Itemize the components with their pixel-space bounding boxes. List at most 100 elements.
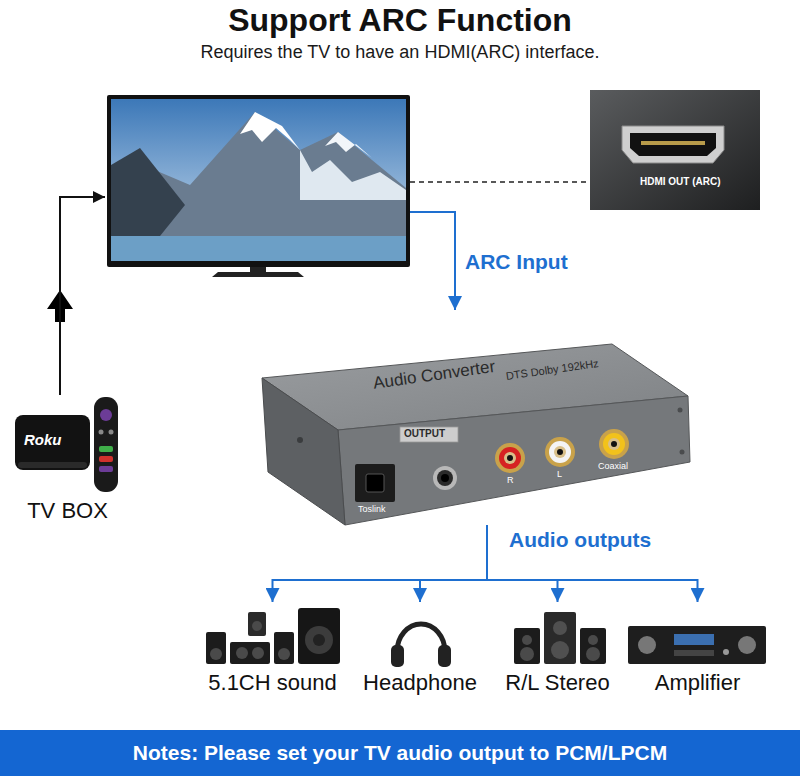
headphone-icon	[391, 624, 451, 667]
audio-converter-box	[611, 441, 617, 447]
stereo-speakers	[580, 628, 606, 664]
stereo-speakers	[514, 612, 606, 664]
product-name: Audio Converter	[372, 357, 496, 393]
tv-box-picture	[99, 456, 113, 462]
output-device: Headphone	[355, 602, 485, 700]
audio-converter-box	[355, 464, 395, 502]
headphone-icon	[391, 645, 404, 667]
amplifier-icon	[674, 650, 714, 656]
tv-set	[240, 112, 300, 150]
connector-arrow	[487, 525, 698, 602]
device-name: 5.1CH sound	[208, 670, 336, 695]
audio-converter-box	[441, 474, 449, 482]
tv-box-picture	[109, 430, 114, 435]
tv-set	[107, 95, 410, 267]
connector-arrow	[420, 525, 487, 602]
audio-converter-box	[545, 437, 575, 467]
tv-set	[111, 236, 406, 261]
tv-box-picture	[15, 397, 118, 492]
surround-speakers	[305, 626, 333, 654]
output-device: R/L Stereo	[495, 602, 620, 700]
amplifier-icon	[628, 626, 766, 664]
tv-box-picture	[99, 466, 113, 472]
audio-converter-box	[499, 447, 521, 469]
audio-converter-box	[433, 466, 457, 490]
surround-speakers	[252, 621, 262, 631]
tv-box-node: TV BOX	[5, 395, 130, 530]
surround-speakers	[236, 647, 248, 659]
audio-converter-box	[599, 429, 629, 459]
arc-wire	[410, 212, 455, 275]
stereo-speakers	[588, 635, 598, 645]
tv-set	[111, 99, 406, 261]
amplifier-icon	[638, 636, 656, 654]
amplifier-icon	[723, 649, 729, 655]
stereo-speakers	[586, 647, 600, 661]
stereo-speakers	[514, 628, 540, 664]
port-label: HDMI OUT (ARC)	[640, 176, 721, 188]
stereo-speakers	[553, 621, 567, 635]
connector-arrow	[60, 197, 105, 395]
notes-bar: Notes: Please set your TV audio output t…	[0, 730, 800, 776]
port-label: Coaxial	[598, 461, 628, 471]
page-title: Support ARC Function	[0, 2, 800, 39]
surround-speakers	[230, 642, 270, 664]
surround-speakers	[274, 632, 294, 664]
audio-converter-box	[603, 433, 625, 455]
audio-converter-box	[557, 449, 563, 455]
tv-box-picture	[100, 409, 112, 421]
tv-set	[107, 95, 410, 277]
device-name: Headphone	[363, 670, 477, 695]
tv-box-picture	[18, 462, 87, 468]
audio-converter-box	[262, 378, 345, 525]
port-label: R	[507, 475, 514, 485]
port-label: L	[557, 469, 562, 479]
arc-wire	[410, 212, 455, 275]
tv-node: HDMI OUT (ARC)	[105, 85, 765, 275]
tv-set	[300, 150, 406, 200]
tv-box-picture	[15, 415, 90, 470]
headphone-icon	[438, 645, 451, 667]
headphone-icon	[397, 624, 445, 652]
surround-speakers	[206, 608, 340, 664]
connector-arrow	[454, 275, 456, 310]
brand-logo: Roku	[24, 431, 62, 448]
surround-speakers	[248, 612, 266, 636]
surround-speakers	[252, 647, 264, 659]
device-name: TV BOX	[27, 498, 108, 523]
audio-converter-box	[437, 470, 453, 486]
audio-converter-box	[554, 446, 566, 458]
stereo-speakers	[544, 612, 576, 664]
tv-set	[111, 148, 185, 236]
hdmi-port-photo	[590, 90, 760, 210]
audio-converter-box	[549, 441, 571, 463]
amplifier-icon	[738, 636, 756, 654]
output-device: 5.1CH sound	[200, 602, 345, 700]
output-device: Amplifier	[625, 602, 770, 700]
audio-converter-box	[366, 474, 384, 492]
audio-converter-box	[504, 452, 516, 464]
spec-text: DTS Dolby 192kHz	[505, 357, 599, 383]
callout-dashed-line	[410, 182, 590, 183]
edge-label: ARC Input	[463, 250, 570, 274]
hdmi-port-photo	[590, 90, 760, 210]
subtitle: Requires the TV to have an HDMI(ARC) int…	[0, 42, 800, 63]
connector-arrow	[273, 525, 488, 602]
tv-box-picture	[94, 397, 118, 492]
audio-converter-box	[608, 438, 620, 450]
surround-speakers	[298, 608, 340, 664]
panel-label: OUTPUT	[404, 428, 445, 440]
hdmi-port-photo	[641, 141, 705, 145]
tv-box-picture	[99, 430, 104, 435]
port-label: Toslink	[358, 504, 386, 514]
surround-speakers	[278, 648, 290, 660]
audio-converter-box	[262, 344, 690, 525]
surround-speakers	[313, 634, 325, 646]
audio-converter-box	[400, 427, 458, 442]
stereo-speakers	[520, 647, 534, 661]
audio-converter-box	[680, 450, 685, 455]
edge-label: Audio outputs	[507, 528, 653, 552]
tv-set	[111, 112, 406, 236]
audio-converter-box	[297, 437, 303, 443]
